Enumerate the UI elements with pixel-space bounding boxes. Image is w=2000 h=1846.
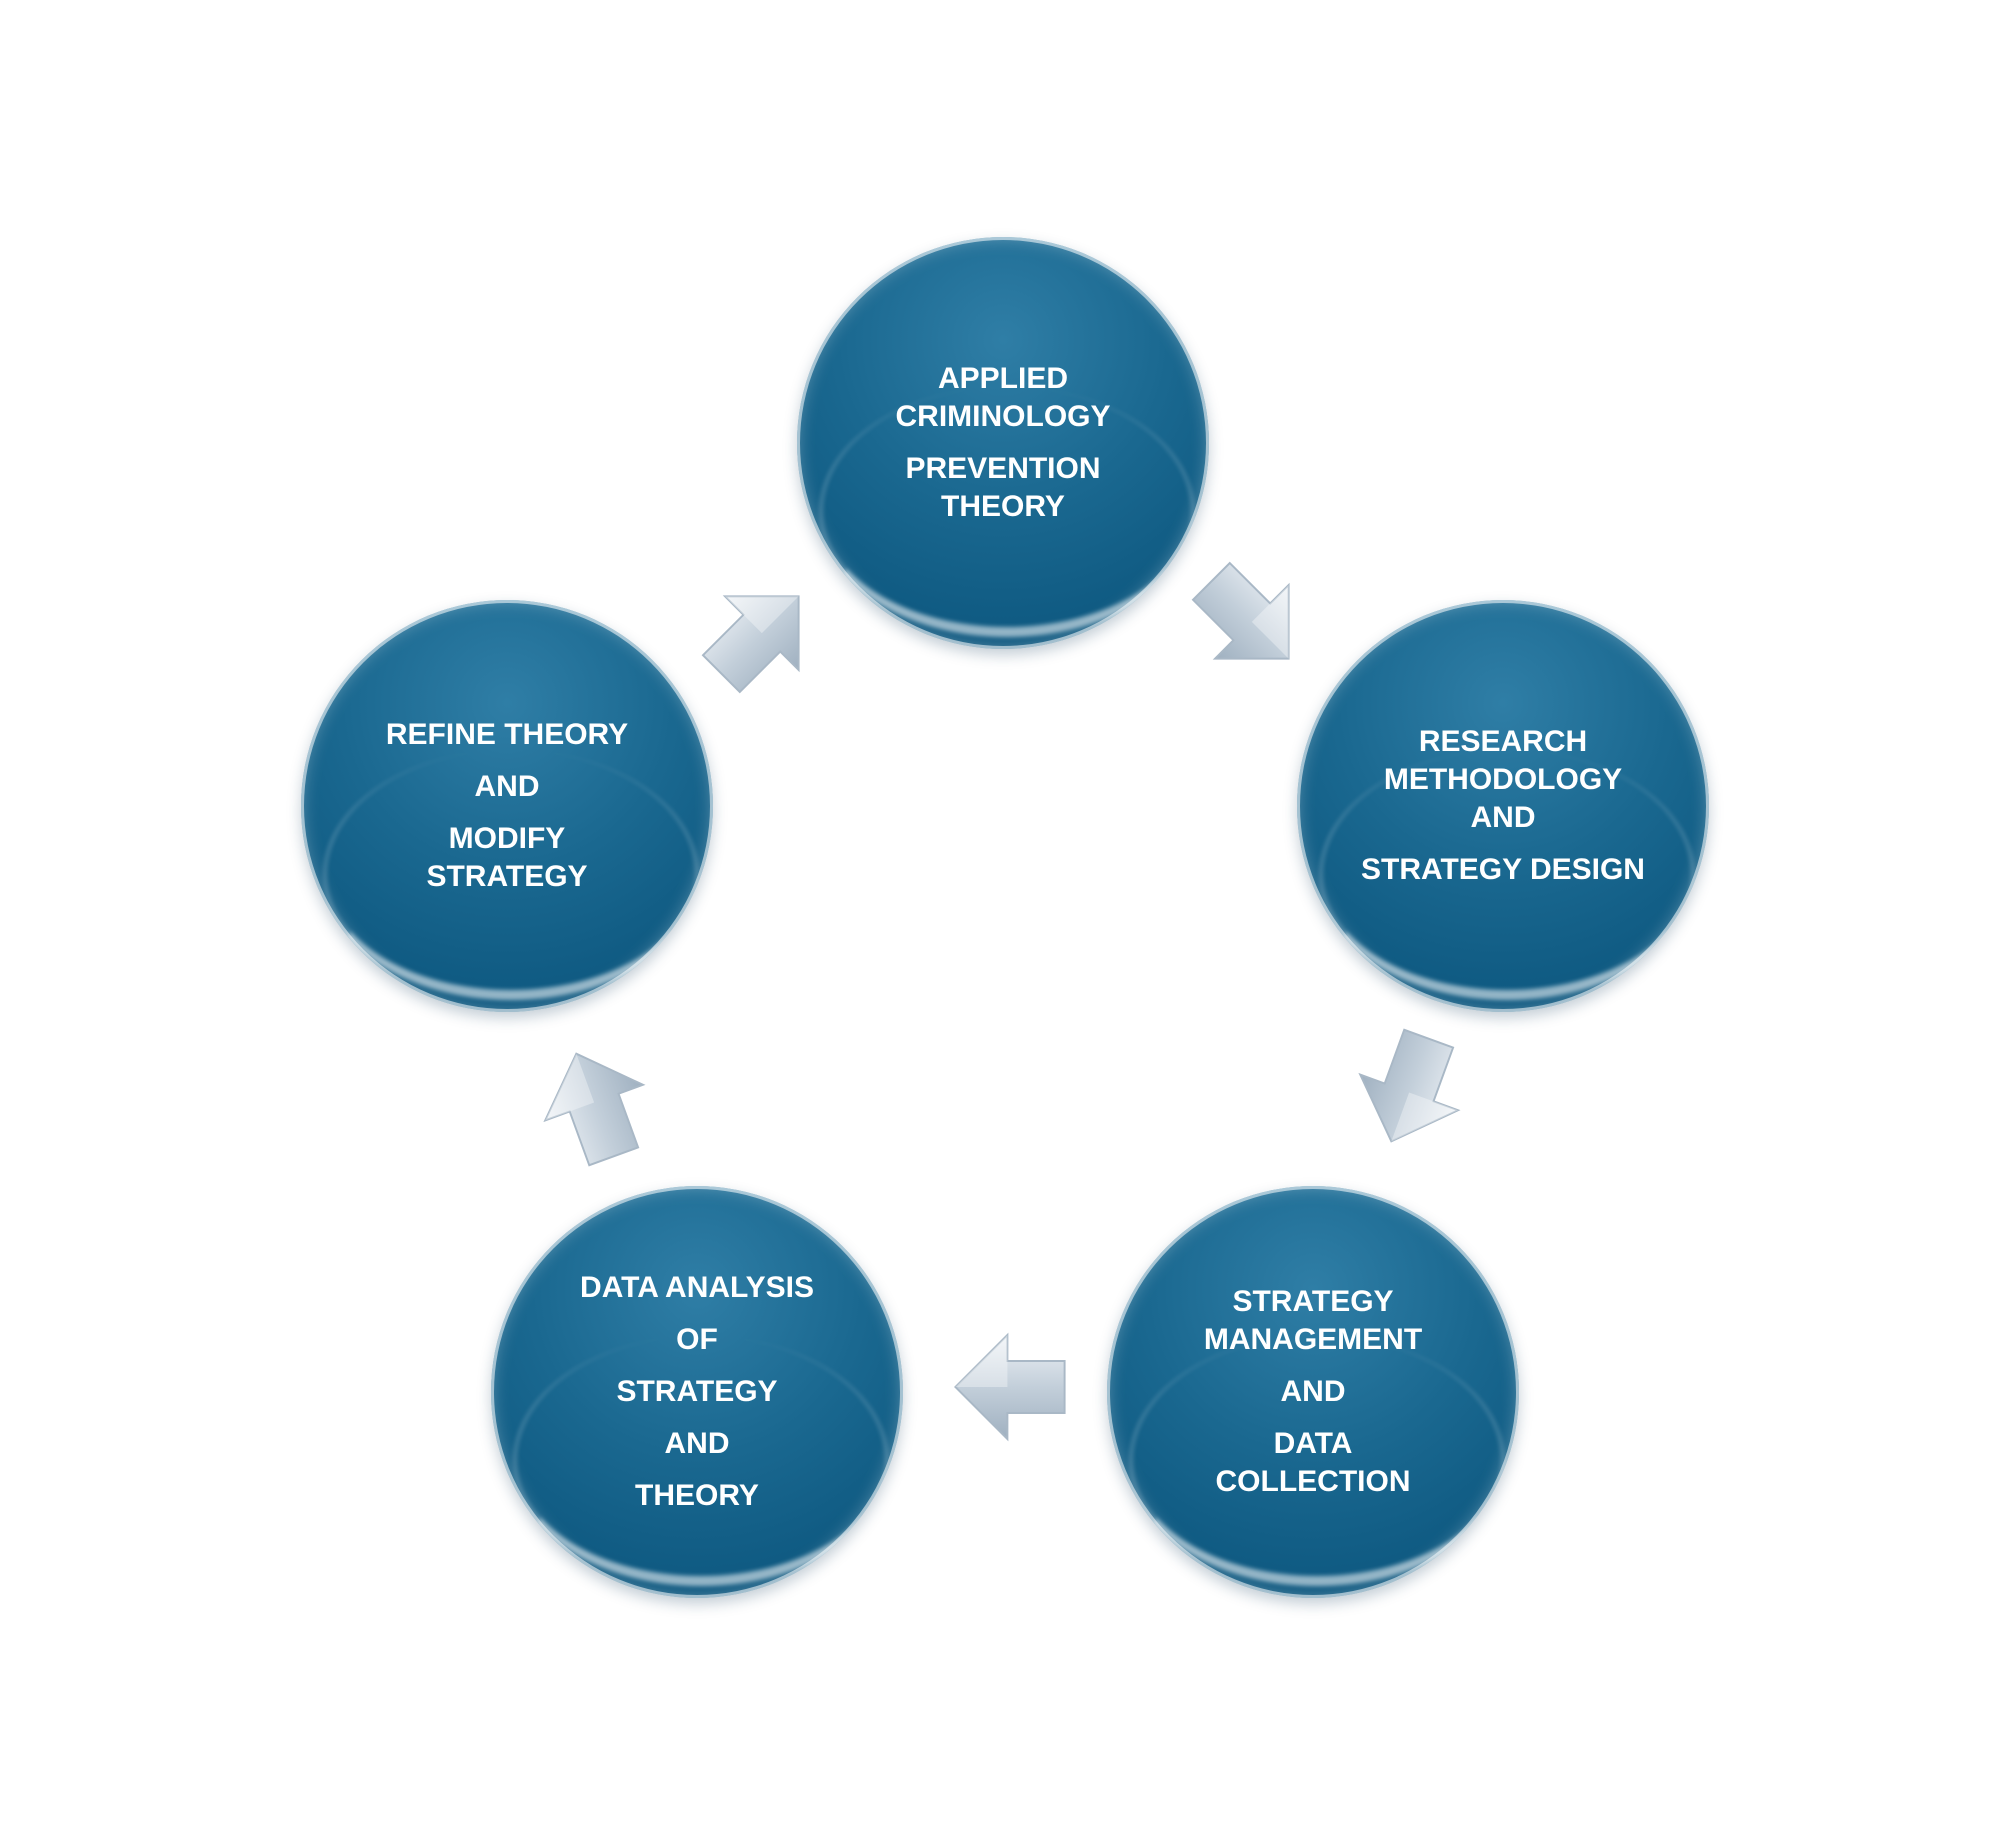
node-line: APPLIED bbox=[937, 362, 1069, 395]
node-line: MANAGEMENT bbox=[1203, 1323, 1423, 1356]
node-applied-criminology: APPLIED CRIMINOLOGY PREVENTION THEORY bbox=[797, 237, 1209, 649]
node-line: COLLECTION bbox=[1215, 1465, 1411, 1498]
node-line: RESEARCH bbox=[1418, 725, 1588, 758]
node-line: AND bbox=[474, 770, 540, 803]
node-line: AND bbox=[1280, 1375, 1346, 1408]
node-line: OF bbox=[676, 1323, 718, 1356]
node-line: STRATEGY bbox=[616, 1375, 778, 1408]
node-line: STRATEGY bbox=[426, 860, 588, 893]
node-line: AND bbox=[1470, 801, 1536, 834]
node-label: STRATEGY MANAGEMENT AND DATA COLLECTION bbox=[1147, 1186, 1479, 1598]
node-label: DATA ANALYSIS OF STRATEGY AND THEORY bbox=[531, 1186, 863, 1598]
node-line: THEORY bbox=[941, 490, 1065, 523]
node-line: MODIFY bbox=[448, 822, 566, 855]
node-label: RESEARCH METHODOLOGY AND STRATEGY DESIGN bbox=[1337, 600, 1669, 1012]
arrow-icon bbox=[954, 1332, 1066, 1442]
node-line: CRIMINOLOGY bbox=[895, 400, 1111, 433]
arrow-icon bbox=[1358, 1028, 1461, 1143]
node-line: STRATEGY bbox=[1232, 1285, 1394, 1318]
node-refine-theory: REFINE THEORY AND MODIFY STRATEGY bbox=[301, 600, 713, 1012]
node-research-methodology: RESEARCH METHODOLOGY AND STRATEGY DESIGN bbox=[1297, 600, 1709, 1012]
node-label: APPLIED CRIMINOLOGY PREVENTION THEORY bbox=[837, 237, 1169, 649]
node-line: STRATEGY DESIGN bbox=[1361, 853, 1645, 886]
arrow-icon bbox=[543, 1052, 646, 1167]
arrow-icon bbox=[1191, 561, 1290, 660]
node-label: REFINE THEORY AND MODIFY STRATEGY bbox=[341, 600, 673, 1012]
node-line: THEORY bbox=[635, 1479, 759, 1512]
node-line: DATA ANALYSIS bbox=[580, 1271, 814, 1304]
node-line: DATA bbox=[1273, 1427, 1353, 1460]
node-strategy-management: STRATEGY MANAGEMENT AND DATA COLLECTION bbox=[1107, 1186, 1519, 1598]
node-line: AND bbox=[664, 1427, 730, 1460]
node-data-analysis: DATA ANALYSIS OF STRATEGY AND THEORY bbox=[491, 1186, 903, 1598]
arrow-icon bbox=[701, 595, 800, 694]
node-line: PREVENTION bbox=[905, 452, 1101, 485]
node-line: REFINE THEORY bbox=[385, 718, 629, 751]
node-line: METHODOLOGY bbox=[1383, 763, 1623, 796]
